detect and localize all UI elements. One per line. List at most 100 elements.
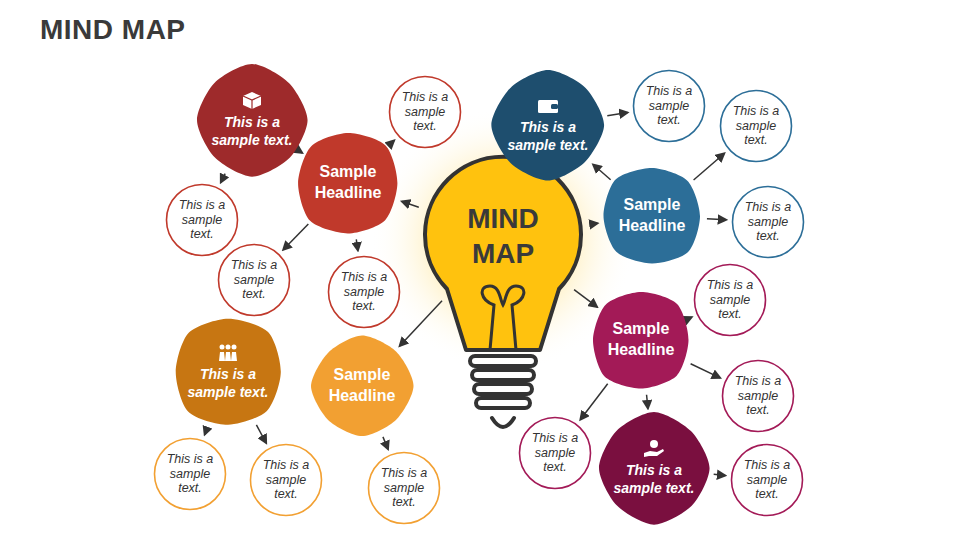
node-content: Sample Headline xyxy=(601,319,681,361)
body-text: This is a sample text. xyxy=(729,104,783,147)
icon-blob: This is a sample text. xyxy=(197,65,307,175)
icon-blob: This is a sample text. xyxy=(493,70,603,180)
text-circle: This is a sample text. xyxy=(249,443,323,517)
filled-blob xyxy=(491,70,604,181)
node-content: Sample Headline xyxy=(308,162,388,204)
text-circle: This is a sample text. xyxy=(719,89,793,163)
ring-outline xyxy=(723,361,794,432)
headline-circle: Sample Headline xyxy=(602,166,702,266)
ring-outline xyxy=(167,185,238,256)
body-text: This is a sample text. xyxy=(259,458,313,501)
headline-circle: Sample Headline xyxy=(296,131,400,235)
arrow-connector xyxy=(300,152,302,153)
ring-outline xyxy=(155,439,226,510)
body-text: This is a sample text. xyxy=(175,198,229,241)
page-title: MIND MAP xyxy=(40,14,186,46)
text-circle: This is a sample text. xyxy=(693,263,767,337)
filled-blob xyxy=(298,133,397,233)
headline-text: Sample Headline xyxy=(612,195,692,237)
node-content: Sample Headline xyxy=(612,195,692,237)
node-content: This is a sample text. xyxy=(729,104,783,147)
arrow-connector xyxy=(691,364,721,378)
arrow-connector xyxy=(574,290,597,307)
hand-icon xyxy=(643,439,665,458)
node-content: This is a sample text. xyxy=(703,278,757,321)
arrow-connector xyxy=(647,395,648,409)
headline-circle: Sample Headline xyxy=(312,336,412,436)
node-outline xyxy=(296,131,400,235)
node-content: This is a sample text. xyxy=(610,439,698,497)
body-text: This is a sample text. xyxy=(227,258,281,301)
arrow-connector xyxy=(714,474,726,475)
text-circle: This is a sample text. xyxy=(388,75,462,149)
node-outline xyxy=(591,290,691,390)
ring-outline xyxy=(390,77,461,148)
people-icon xyxy=(217,343,239,362)
node-content: This is a sample text. xyxy=(259,458,313,501)
body-text: This is a sample text. xyxy=(398,90,452,133)
node-content: This is a sample text. xyxy=(528,431,582,474)
node-content: This is a sample text. xyxy=(337,270,391,313)
body-text: This is a sample text. xyxy=(377,466,431,509)
bulb-glass xyxy=(425,157,581,350)
filled-blob xyxy=(599,412,710,525)
body-text: This is a sample text. xyxy=(610,461,698,497)
node-content: This is a sample text. xyxy=(227,258,281,301)
node-content: This is a sample text. xyxy=(741,200,795,243)
arrow-connector xyxy=(256,425,266,443)
text-circle: This is a sample text. xyxy=(217,243,291,317)
body-text: This is a sample text. xyxy=(163,452,217,495)
center-label: MIND MAP xyxy=(453,201,553,271)
headline-text: Sample Headline xyxy=(308,162,388,204)
arrow-connector xyxy=(390,140,394,144)
body-text: This is a sample text. xyxy=(528,431,582,474)
body-text: This is a sample text. xyxy=(703,278,757,321)
filled-blob xyxy=(176,319,281,425)
arrow-connector xyxy=(580,384,607,420)
body-text: This is a sample text. xyxy=(208,113,296,149)
bulb-filament xyxy=(482,286,524,350)
node-content: This is a sample text. xyxy=(731,374,785,417)
body-text: This is a sample text. xyxy=(741,200,795,243)
ring-outline xyxy=(329,257,400,328)
arrow-connector xyxy=(694,153,725,180)
arrow-connector xyxy=(221,174,225,183)
text-circle: This is a sample text. xyxy=(730,443,804,517)
headline-text: Sample Headline xyxy=(322,365,402,407)
node-content: Sample Headline xyxy=(322,365,402,407)
arrow-connector xyxy=(283,224,308,250)
node-outline xyxy=(602,166,702,266)
arrow-connector xyxy=(400,301,442,346)
node-content: This is a sample text. xyxy=(398,90,452,133)
wallet-icon xyxy=(537,96,559,115)
ring-outline xyxy=(695,265,766,336)
node-content: This is a sample text. xyxy=(175,198,229,241)
arrow-connector xyxy=(591,223,597,225)
node-content: This is a sample text. xyxy=(740,458,794,501)
body-text: This is a sample text. xyxy=(337,270,391,313)
body-text: This is a sample text. xyxy=(740,458,794,501)
ring-outline xyxy=(520,418,591,489)
node-content: This is a sample text. xyxy=(163,452,217,495)
arrow-connector xyxy=(205,428,207,434)
node-outline xyxy=(428,161,578,311)
headline-text: Sample Headline xyxy=(601,319,681,361)
text-circle: This is a sample text. xyxy=(632,69,706,143)
body-text: This is a sample text. xyxy=(184,365,272,401)
body-text: This is a sample text. xyxy=(731,374,785,417)
headline-circle: Sample Headline xyxy=(591,290,691,390)
text-circle: This is a sample text. xyxy=(721,359,795,433)
text-circle: This is a sample text. xyxy=(165,183,239,257)
icon-blob: This is a sample text. xyxy=(173,317,283,427)
ring-outline xyxy=(634,71,705,142)
filled-blob xyxy=(311,335,414,436)
box-icon xyxy=(241,91,263,110)
bulb-node: MIND MAP xyxy=(428,161,578,311)
ring-outline xyxy=(732,445,803,516)
arrow-connector xyxy=(383,437,388,449)
node-content: This is a sample text. xyxy=(504,96,592,154)
ring-outline xyxy=(219,245,290,316)
text-circle: This is a sample text. xyxy=(518,416,592,490)
